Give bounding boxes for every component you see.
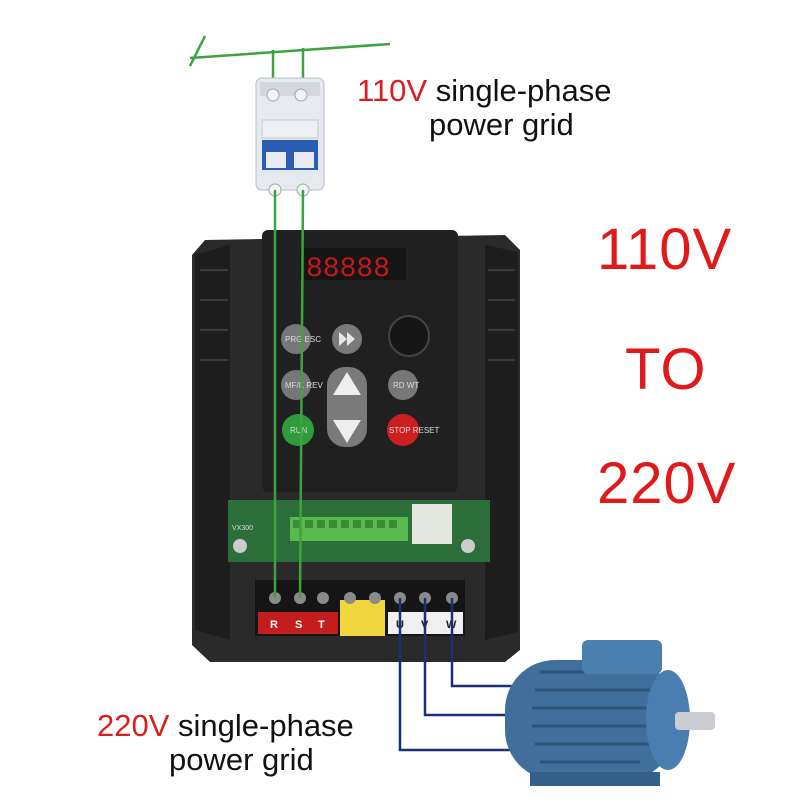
top-grid-text: power grid [429, 107, 574, 142]
input-wires [273, 189, 305, 599]
circuit-breaker [255, 77, 325, 197]
bottom-grid-text: power grid [169, 742, 314, 777]
board-label: VX300 [232, 525, 253, 532]
down-arrow-icon [333, 420, 361, 443]
top-power-grid-label: 110V single-phase power grid [357, 74, 612, 142]
terminal-t: T [318, 619, 325, 631]
rd-wt-button [388, 370, 418, 400]
led-display: 88888 [306, 254, 390, 285]
top-phase-text: single-phase [427, 73, 612, 108]
stop-reset-button [387, 414, 419, 446]
stop-label: STOP RESET [389, 426, 440, 435]
power-grid-lines [188, 35, 391, 80]
terminal-s: S [295, 619, 302, 631]
rd-label: RD WT [393, 381, 419, 390]
terminal-r: R [270, 619, 278, 631]
mfk-rev-button [281, 370, 311, 400]
up-arrow-icon [333, 372, 361, 395]
top-voltage: 110V [357, 73, 428, 108]
control-board: VX300 [228, 500, 490, 562]
run-button [282, 414, 314, 446]
prg-esc-button [281, 324, 311, 354]
mf-label: MF/K REV [285, 381, 323, 390]
from-voltage: 110V [597, 217, 733, 282]
bottom-phase-text: single-phase [169, 708, 354, 743]
fast-forward-icon [339, 332, 355, 346]
output-wires [398, 598, 520, 752]
motor [505, 640, 715, 786]
to-voltage: 220V [597, 451, 737, 516]
bottom-voltage: 220V [97, 708, 170, 743]
terminal-block: R S T U V W [255, 580, 465, 636]
to-word: TO [625, 337, 707, 402]
run-label: RUN [290, 426, 308, 435]
bottom-power-grid-label: 220V single-phase power grid [97, 709, 354, 777]
